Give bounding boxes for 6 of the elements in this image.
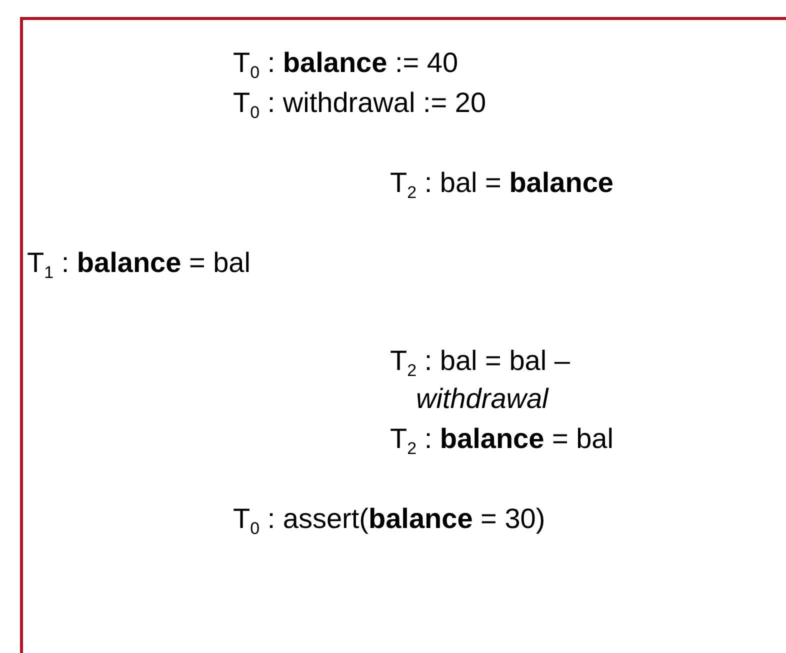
code-statement: T$_{2}$ : balance = bal (390, 422, 614, 458)
code-statement: T$_{2}$ : bal = balance (390, 166, 614, 202)
code-statement: T$_{0}$ : balance := 40 (233, 46, 458, 82)
code-statement: T$_{0}$ : assert(balance = 30) (233, 502, 546, 538)
code-statement: T$_{0}$ : withdrawal := 20 (233, 86, 486, 122)
code-statement: T$_{1}$ : balance = bal (27, 246, 250, 282)
